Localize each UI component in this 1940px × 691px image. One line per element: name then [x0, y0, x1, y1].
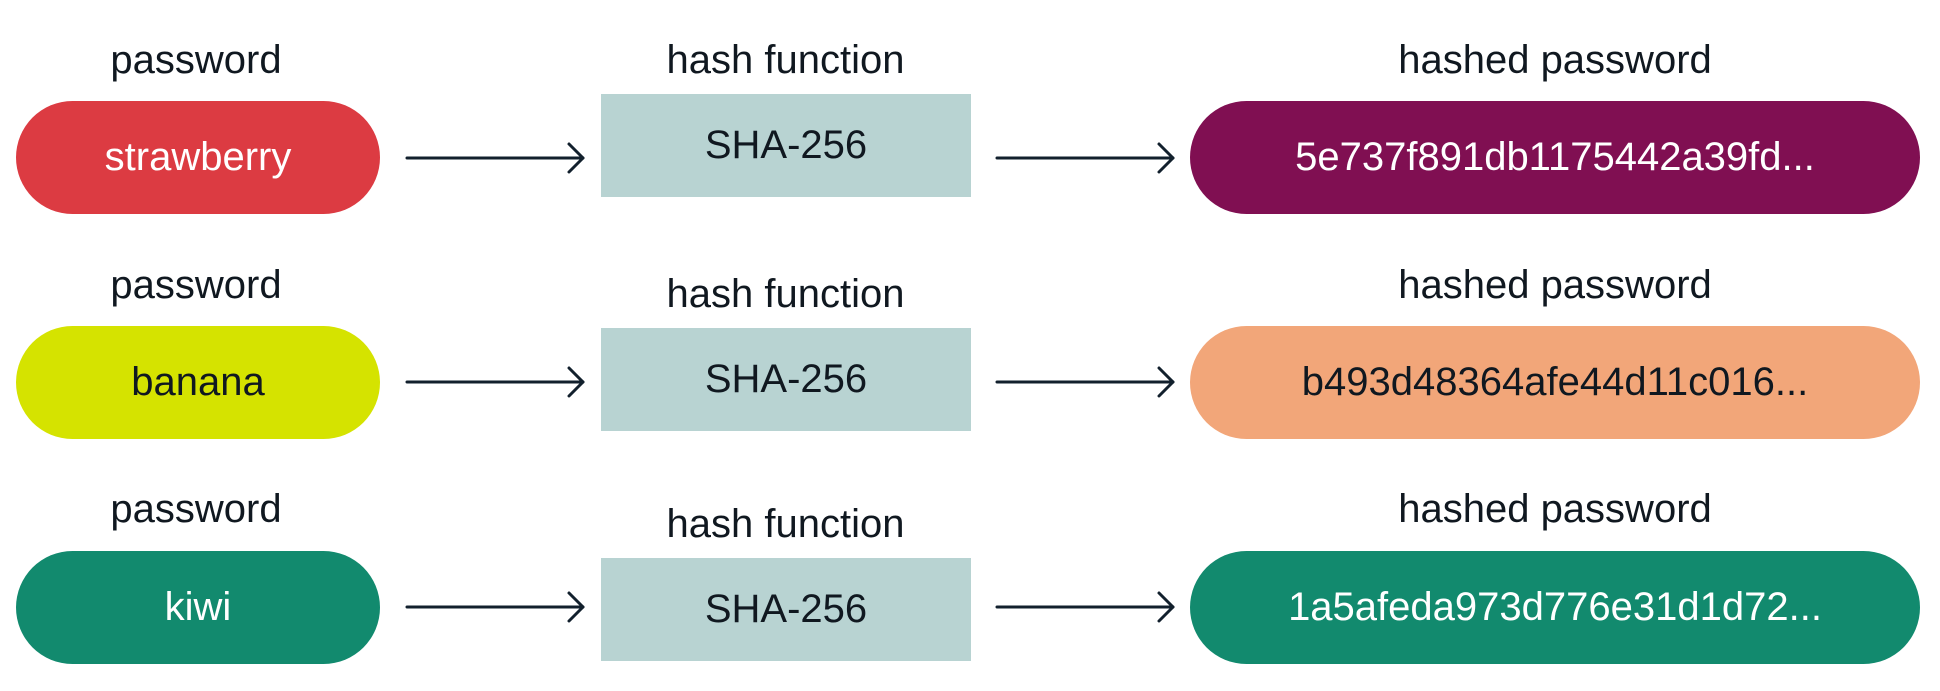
arrow-to-hashed-password [995, 362, 1179, 402]
password-label: password [110, 487, 282, 531]
arrow-to-hashed-password [995, 138, 1179, 178]
hashed-password-label: hashed password [1398, 38, 1712, 82]
arrow-to-hashed-password [995, 587, 1179, 627]
hash-function-box: SHA-256 [601, 558, 971, 661]
hashed-password-pill: 1a5afeda973d776e31d1d72... [1190, 551, 1920, 664]
hash-function-box: SHA-256 [601, 328, 971, 431]
hashed-password-pill: b493d48364afe44d11c016... [1190, 326, 1920, 439]
password-label: password [110, 38, 282, 82]
hash-row-strawberry: password strawberry hash function SHA-25… [0, 0, 1940, 220]
hash-row-banana: password banana hash function SHA-256 ha… [0, 0, 1940, 439]
hash-row-kiwi: password kiwi hash function SHA-256 hash… [0, 0, 1940, 664]
password-pill: banana [16, 326, 380, 439]
arrow-to-hash-function [405, 138, 589, 178]
hash-function-label: hash function [666, 502, 905, 546]
hash-function-box: SHA-256 [601, 94, 971, 197]
hashed-password-label: hashed password [1398, 487, 1712, 531]
hash-function-label: hash function [666, 38, 905, 82]
hash-function-label: hash function [666, 272, 905, 316]
arrow-to-hash-function [405, 362, 589, 402]
arrow-to-hash-function [405, 587, 589, 627]
password-label: password [110, 263, 282, 307]
password-pill: strawberry [16, 101, 380, 214]
hashed-password-pill: 5e737f891db1175442a39fd... [1190, 101, 1920, 214]
password-pill: kiwi [16, 551, 380, 664]
hashed-password-label: hashed password [1398, 263, 1712, 307]
